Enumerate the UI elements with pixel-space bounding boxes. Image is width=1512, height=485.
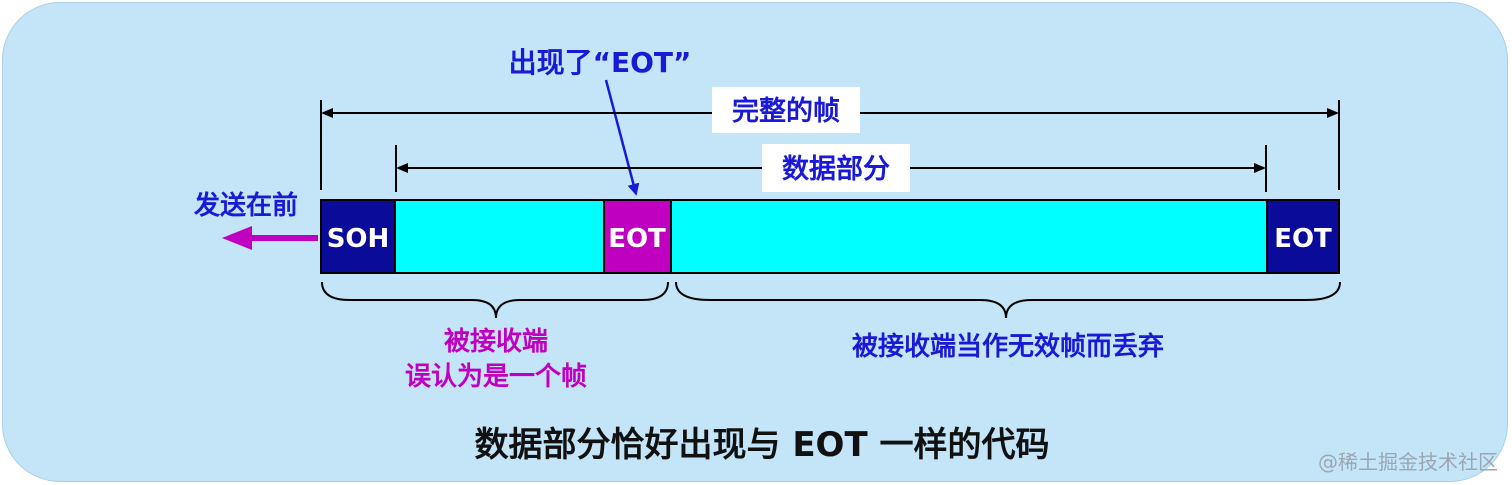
eot-middle-block xyxy=(603,199,672,274)
eot-end-label: EOT xyxy=(1274,224,1332,254)
complete-frame-label-box xyxy=(712,87,860,133)
data-part-label: 数据部分 xyxy=(782,153,890,185)
annotation-top: 出现了“EOT” xyxy=(509,46,692,79)
caption: 数据部分恰好出现与 EOT 一样的代码 xyxy=(475,425,1050,465)
left-brace-label-line2: 误认为是一个帧 xyxy=(405,362,587,392)
soh-block xyxy=(320,199,396,274)
watermark: @稀土掘金技术社区 xyxy=(1318,450,1498,474)
right-brace-label: 被接收端当作无效帧而丢弃 xyxy=(852,331,1164,362)
eot-end-block xyxy=(1266,199,1340,274)
send-first-label: 发送在前 xyxy=(193,190,298,221)
eot-middle-label: EOT xyxy=(608,224,666,254)
soh-label: SOH xyxy=(327,224,390,254)
right-brace xyxy=(675,281,1341,319)
send-direction-arrowhead xyxy=(222,226,252,250)
annotation-arrow xyxy=(604,79,640,196)
data-part-label-box xyxy=(762,144,910,192)
complete-frame-label: 完整的帧 xyxy=(732,95,840,127)
left-brace-label-line1: 被接收端 xyxy=(444,327,548,357)
frame-body xyxy=(320,199,1340,274)
left-brace xyxy=(321,281,669,319)
